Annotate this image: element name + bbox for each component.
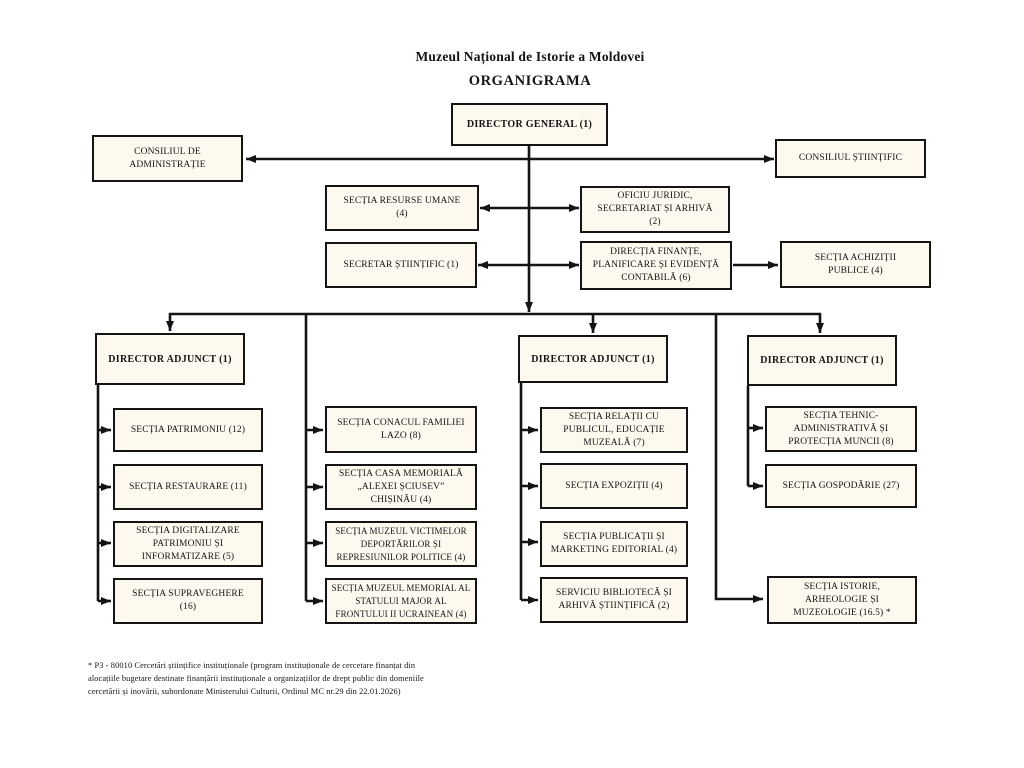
node-consiliul-administratie: CONSILIUL DE ADMINISTRAȚIE	[92, 135, 243, 182]
page-subtitle: ORGANIGRAMA	[468, 73, 592, 89]
node-sectia-relatii-publicul: SECȚIA RELAȚII CU PUBLICUL, EDUCAȚIE MUZ…	[540, 407, 688, 453]
node-label: SECRETAR ȘTIINȚIFIC (1)	[343, 259, 459, 270]
node-label: SECȚIA PUBLICAȚII ȘI MARKETING EDITORIAL…	[550, 532, 678, 555]
footnote: * P3 - 80010 Cercetări științifice insti…	[88, 661, 424, 696]
node-sectia-conacul-lazo: SECȚIA CONACUL FAMILIEI LAZO (8)	[325, 406, 477, 453]
node-serviciu-biblioteca: SERVICIU BIBLIOTECĂ ȘI ARHIVĂ ȘTIINȚIFIC…	[540, 577, 688, 623]
node-label: CONSILIUL ȘTIINȚIFIC	[798, 153, 903, 163]
node-label: SECȚIA ISTORIE, ARHEOLOGIE ȘI MUZEOLOGIE…	[793, 581, 891, 618]
node-directia-finante: DIRECȚIA FINANȚE, PLANIFICARE ȘI EVIDENȚ…	[580, 241, 732, 290]
node-sectia-supraveghere: SECȚIA SUPRAVEGHERE (16)	[113, 578, 263, 624]
node-sectia-achizitii-publice: SECȚIA ACHIZIȚII PUBLICE (4)	[780, 241, 931, 288]
node-label: SECȚIA MUZEUL MEMORIAL AL STATULUI MAJOR…	[331, 582, 471, 619]
node-label: SECȚIA RELAȚII CU PUBLICUL, EDUCAȚIE MUZ…	[563, 411, 665, 448]
node-label: DIRECTOR GENERAL (1)	[466, 119, 593, 130]
node-label: OFICIU JURIDIC, SECRETARIAT ȘI ARHIVĂ (2…	[597, 191, 713, 227]
node-label: SECȚIA RESTAURARE (11)	[129, 481, 247, 492]
node-sectia-gospodarie: SECȚIA GOSPODĂRIE (27)	[765, 464, 917, 508]
node-label: SECȚIA PATRIMONIU (12)	[130, 424, 246, 435]
node-label: SECȚIA CASA MEMORIALĂ „ALEXEI ȘCIUSEV” C…	[338, 468, 464, 505]
node-consiliul-stiintific: CONSILIUL ȘTIINȚIFIC	[775, 139, 926, 178]
node-sectia-expozitii: SECȚIA EXPOZIȚII (4)	[540, 463, 688, 509]
node-label: DIRECTOR ADJUNCT (1)	[531, 353, 655, 365]
node-label: SECȚIA DIGITALIZARE PATRIMONIU ȘI INFORM…	[136, 525, 240, 562]
node-sectia-tehnic-administrativa: SECȚIA TEHNIC- ADMINISTRATIVĂ ȘI PROTECȚ…	[765, 406, 917, 452]
node-director-general: DIRECTOR GENERAL (1)	[451, 103, 608, 146]
node-secretar-stiintific: SECRETAR ȘTIINȚIFIC (1)	[325, 242, 477, 288]
node-label: DIRECȚIA FINANȚE, PLANIFICARE ȘI EVIDENȚ…	[592, 247, 720, 283]
node-label: DIRECTOR ADJUNCT (1)	[108, 353, 232, 365]
node-sectia-resurse-umane: SECȚIA RESURSE UMANE (4)	[325, 185, 479, 231]
node-label: SECȚIA ACHIZIȚII PUBLICE (4)	[814, 252, 897, 276]
node-sectia-restaurare: SECȚIA RESTAURARE (11)	[113, 464, 263, 510]
node-label: SECȚIA MUZEUL VICTIMELOR DEPORTĂRILOR ȘI…	[335, 525, 467, 562]
node-director-adjunct-3: DIRECTOR ADJUNCT (1)	[747, 335, 897, 386]
node-label: DIRECTOR ADJUNCT (1)	[760, 355, 884, 366]
node-sectia-istorie: SECȚIA ISTORIE, ARHEOLOGIE ȘI MUZEOLOGIE…	[767, 576, 917, 624]
node-label: SECȚIA SUPRAVEGHERE (16)	[132, 589, 244, 612]
node-sectia-muzeul-memorial: SECȚIA MUZEUL MEMORIAL AL STATULUI MAJOR…	[325, 578, 477, 624]
node-label: CONSILIUL DE ADMINISTRAȚIE	[129, 146, 206, 170]
node-label: SECȚIA EXPOZIȚII (4)	[565, 480, 663, 491]
header: Muzeul Național de Istorie a Moldovei OR…	[110, 49, 950, 90]
node-director-adjunct-2: DIRECTOR ADJUNCT (1)	[518, 335, 668, 383]
node-label: SECȚIA RESURSE UMANE (4)	[343, 196, 461, 219]
page-title: Muzeul Național de Istorie a Moldovei	[415, 49, 645, 64]
node-label: SECȚIA GOSPODĂRIE (27)	[782, 480, 900, 491]
node-sectia-patrimoniu: SECȚIA PATRIMONIU (12)	[113, 408, 263, 452]
node-sectia-muzeul-victimelor: SECȚIA MUZEUL VICTIMELOR DEPORTĂRILOR ȘI…	[325, 521, 477, 567]
node-label: SECȚIA CONACUL FAMILIEI LAZO (8)	[337, 417, 465, 441]
node-label: SERVICIU BIBLIOTECĂ ȘI ARHIVĂ ȘTIINȚIFIC…	[555, 588, 672, 611]
node-sectia-digitalizare: SECȚIA DIGITALIZARE PATRIMONIU ȘI INFORM…	[113, 521, 263, 567]
node-sectia-publicatii: SECȚIA PUBLICAȚII ȘI MARKETING EDITORIAL…	[540, 521, 688, 567]
node-director-adjunct-1: DIRECTOR ADJUNCT (1)	[95, 333, 245, 385]
node-sectia-casa-memoriala: SECȚIA CASA MEMORIALĂ „ALEXEI ȘCIUSEV” C…	[325, 464, 477, 510]
node-oficiu-juridic: OFICIU JURIDIC, SECRETARIAT ȘI ARHIVĂ (2…	[580, 186, 730, 233]
node-label: SECȚIA TEHNIC- ADMINISTRATIVĂ ȘI PROTECȚ…	[788, 410, 894, 447]
